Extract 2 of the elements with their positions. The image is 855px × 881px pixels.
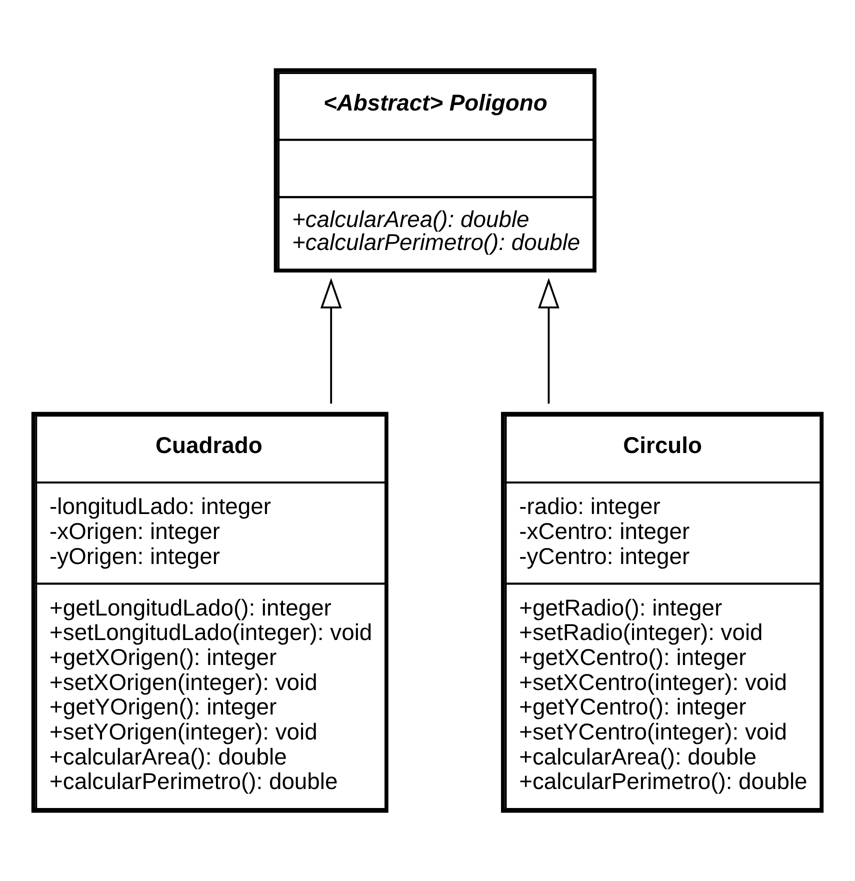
arrow <box>538 278 560 404</box>
arrow <box>320 278 342 404</box>
